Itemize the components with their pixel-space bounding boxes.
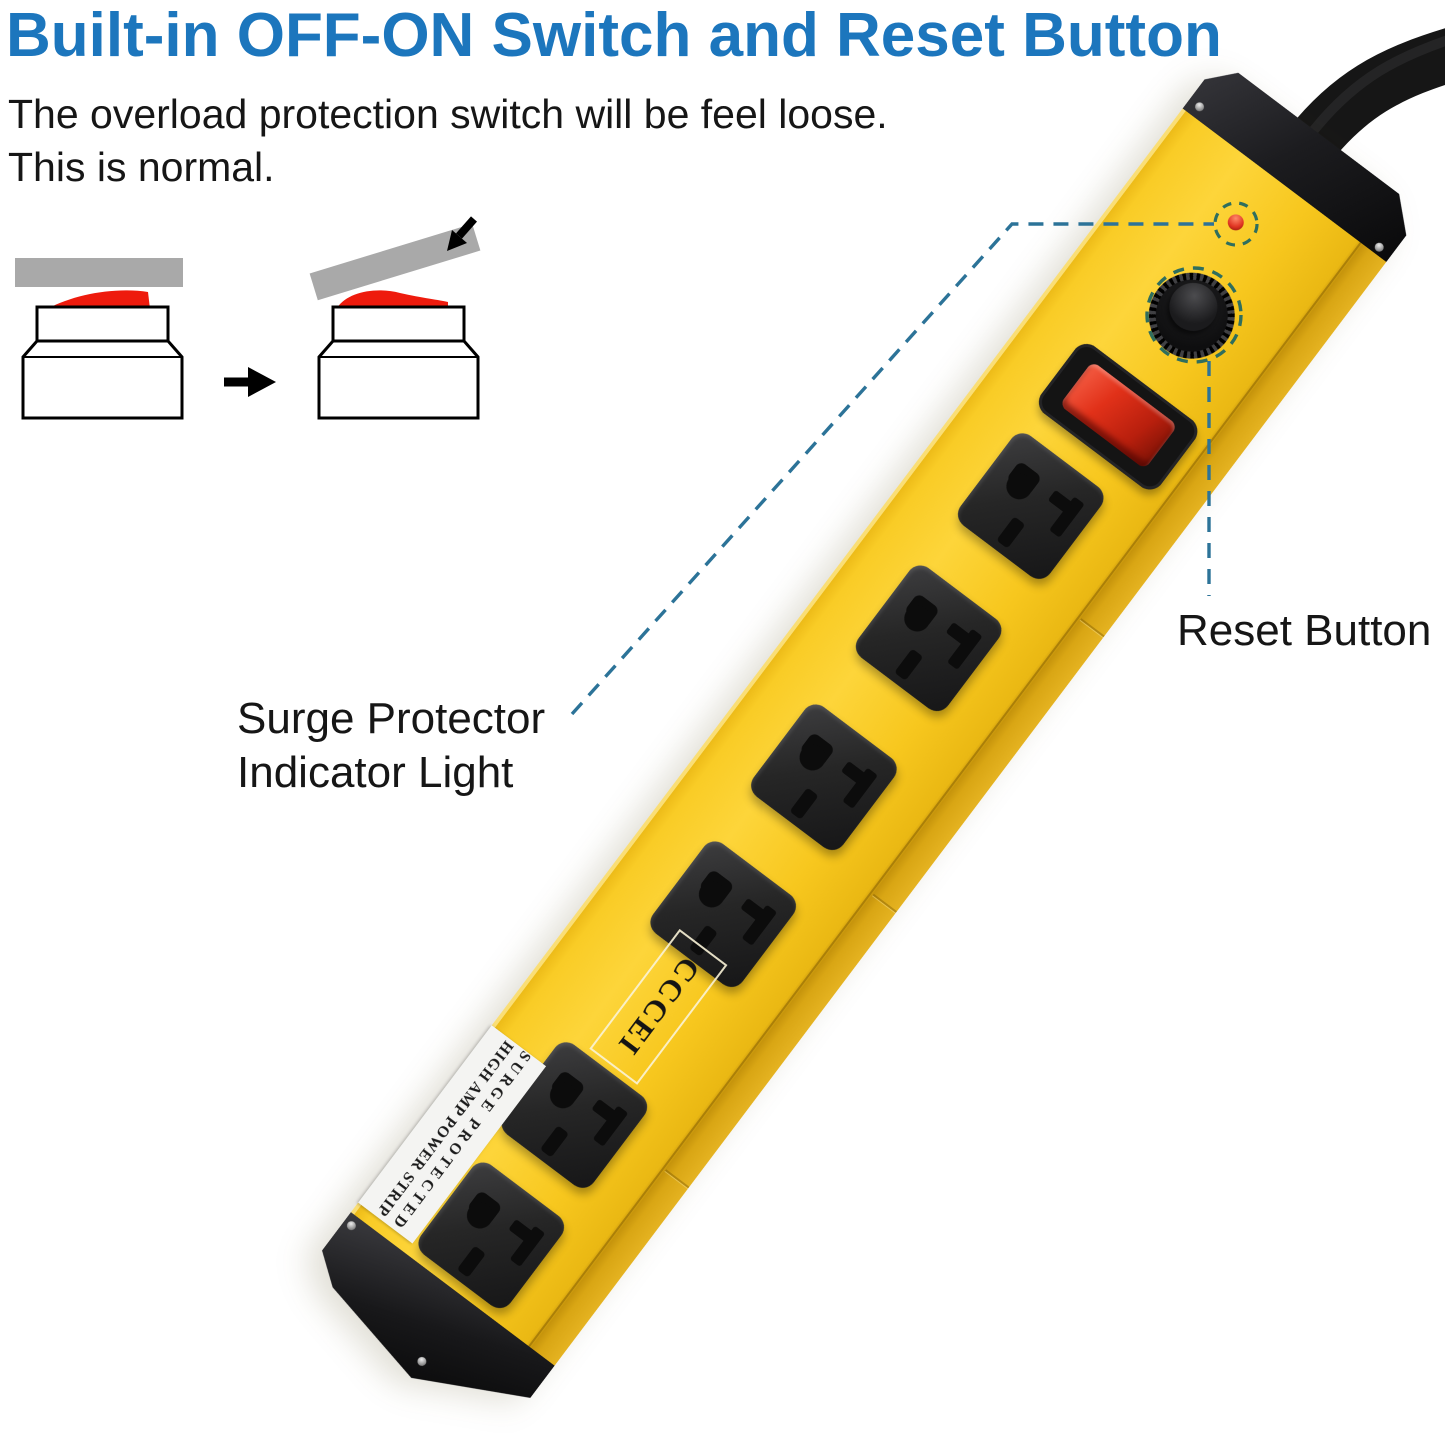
page-title: Built-in OFF-ON Switch and Reset Button: [6, 1, 1222, 70]
reset-button-label: Reset Button: [1177, 606, 1432, 655]
switch-body: [317, 339, 480, 420]
hot-slot: [894, 648, 924, 681]
surge-indicator-label-line-2: Indicator Light: [237, 748, 514, 797]
screw-icon: [416, 1355, 429, 1368]
neutral-t-slot: [1034, 485, 1085, 538]
rocker-shape: [337, 290, 448, 308]
switch-neck: [331, 305, 466, 343]
switch-diagram: [15, 216, 481, 420]
neutral-t-slot: [726, 893, 777, 946]
ground-hole: [698, 868, 735, 905]
switch-diagram-before: [15, 258, 184, 420]
subtitle-line-2: This is normal.: [8, 144, 275, 190]
subtitle-line-1: The overload protection switch will be f…: [8, 91, 888, 137]
switch-body: [21, 339, 184, 420]
neutral-t-slot: [827, 756, 878, 809]
ground-hole: [798, 731, 836, 768]
screw-icon: [1193, 101, 1206, 114]
surge-indicator-label-line-1: Surge Protector: [237, 694, 546, 743]
arrow-down-left-icon: [447, 216, 477, 251]
rocker-shape: [47, 290, 150, 309]
hot-slot: [996, 516, 1026, 549]
screw-icon: [1373, 241, 1386, 254]
neutral-t-slot: [494, 1214, 545, 1267]
ground-hole: [1005, 460, 1043, 497]
surge-indicator-label: Surge Protector Indicator Light: [237, 692, 545, 800]
ground-hole: [903, 592, 941, 629]
neutral-t-slot: [932, 617, 983, 670]
hot-slot: [789, 787, 819, 820]
hot-slot: [456, 1245, 487, 1278]
switch-diagram-after: [309, 216, 481, 420]
cover-plate: [15, 258, 183, 287]
cover-plate-tilted: [309, 223, 481, 301]
ground-hole: [466, 1189, 503, 1226]
screw-icon: [345, 1219, 358, 1232]
ground-hole: [549, 1069, 587, 1106]
page-subtitle: The overload protection switch will be f…: [8, 88, 888, 194]
arrow-right-icon: [224, 367, 276, 397]
neutral-t-slot: [578, 1094, 629, 1147]
hot-slot: [539, 1125, 570, 1158]
switch-neck: [35, 305, 170, 343]
